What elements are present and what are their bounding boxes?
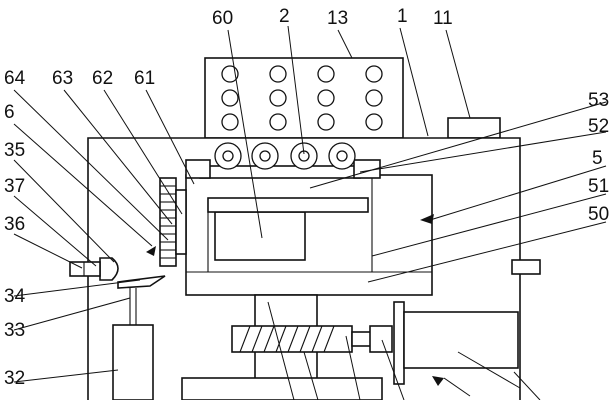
motor-box-60 bbox=[214, 211, 306, 261]
cutter-head bbox=[99, 257, 119, 281]
label-34: 34 bbox=[4, 286, 26, 307]
label-63: 63 bbox=[52, 68, 73, 89]
label-32: 32 bbox=[4, 368, 25, 389]
label-36: 36 bbox=[4, 214, 25, 235]
label-11: 11 bbox=[433, 8, 453, 29]
support-column bbox=[112, 324, 154, 400]
blade bbox=[117, 275, 166, 289]
label-62: 62 bbox=[92, 68, 113, 89]
label-37: 37 bbox=[4, 176, 25, 197]
coupling bbox=[369, 325, 393, 353]
leader-lines bbox=[13, 25, 607, 400]
label-5: 5 bbox=[592, 148, 603, 169]
label-52: 52 bbox=[588, 116, 609, 137]
label-6: 6 bbox=[4, 102, 15, 123]
label-33: 33 bbox=[4, 320, 25, 341]
label-60: 60 bbox=[212, 8, 233, 29]
label-61: 61 bbox=[134, 68, 155, 89]
gear-teeth bbox=[160, 185, 176, 259]
drive-motor bbox=[403, 311, 519, 369]
part-labels: 60 2 13 1 11 64 63 62 61 6 35 37 36 34 3… bbox=[4, 6, 609, 389]
label-51: 51 bbox=[588, 176, 609, 197]
panel-holes bbox=[221, 65, 383, 131]
label-50: 50 bbox=[588, 204, 609, 225]
label-64: 64 bbox=[4, 68, 26, 89]
label-1: 1 bbox=[397, 6, 408, 27]
screw-thread bbox=[239, 325, 335, 353]
label-35: 35 bbox=[4, 140, 25, 161]
screw-shaft bbox=[231, 325, 353, 353]
arrowheads bbox=[146, 214, 444, 386]
label-2: 2 bbox=[279, 6, 290, 27]
label-13: 13 bbox=[327, 8, 348, 29]
rollers bbox=[214, 142, 356, 170]
label-53: 53 bbox=[588, 90, 609, 111]
